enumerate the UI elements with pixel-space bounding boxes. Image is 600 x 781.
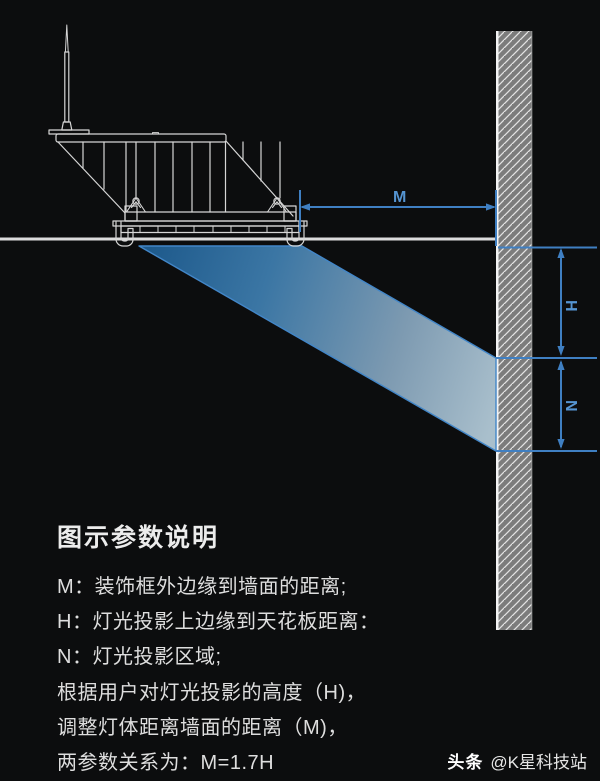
watermark: 头条 @K星科技站 xyxy=(447,748,587,773)
dimension-annotations: M H N xyxy=(299,189,597,452)
ceiling-line xyxy=(0,237,497,241)
dimension-label-N: N xyxy=(562,400,579,412)
legend-line-m: M：装饰框外边缘到墙面的距离; xyxy=(57,576,347,598)
hook-left xyxy=(115,221,134,247)
dimension-label-H: H xyxy=(562,300,579,312)
dimension-label-M: M xyxy=(393,189,406,206)
watermark-handle: @K星科技站 xyxy=(490,753,587,772)
heatsink-right xyxy=(225,140,294,217)
wall-left-edge xyxy=(496,31,499,630)
legend-line-h: H：灯光投影上边缘到天花板距离： xyxy=(57,611,380,634)
wall-right-edge xyxy=(531,31,533,630)
light-beam xyxy=(138,245,497,452)
legend-block: 图示参数说明 M：装饰框外边缘到墙面的距离; H：灯光投影上边缘到天花板距离： … xyxy=(57,518,487,781)
antenna xyxy=(48,24,90,135)
light-fixture-drawing xyxy=(48,24,308,247)
dimension-H: H xyxy=(557,248,579,356)
dimension-M: M xyxy=(299,189,497,246)
watermark-brand: 头条 xyxy=(447,753,484,772)
legend-line-note1: 根据用户对灯光投影的高度（H)， xyxy=(57,681,367,704)
legend-line-n: N：灯光投影区域; xyxy=(57,646,222,669)
rail-ticks xyxy=(139,225,286,233)
heatsink-middle xyxy=(154,141,227,213)
legend-line-formula: 两参数关系为：M=1.7H xyxy=(57,752,275,775)
hook-right xyxy=(286,221,305,247)
fixture-top-plate xyxy=(55,133,227,143)
wall-section xyxy=(496,31,533,630)
legend-line-note2: 调整灯体距离墙面的距离（M)， xyxy=(57,716,348,739)
dimension-N: N xyxy=(557,360,579,449)
heatsink-left xyxy=(57,141,137,214)
mount-bracket-left xyxy=(125,197,147,213)
legend-title: 图示参数说明 xyxy=(57,524,220,552)
